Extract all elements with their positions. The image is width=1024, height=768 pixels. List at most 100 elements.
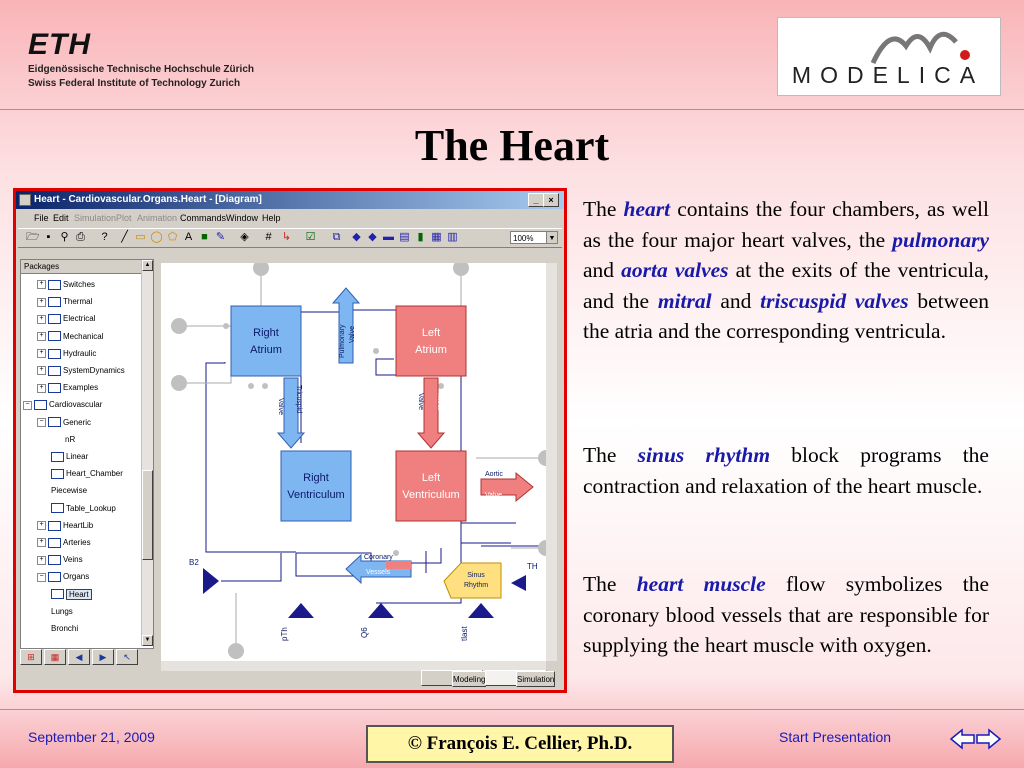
expand-toggle-icon[interactable]: + (37, 366, 46, 376)
sinus-rhythm-block[interactable] (443, 562, 502, 599)
help-icon[interactable]: ? (101, 231, 108, 243)
menu-help[interactable]: Help (262, 213, 281, 223)
expand-toggle-icon[interactable]: + (37, 280, 46, 290)
expand-toggle-icon[interactable]: + (37, 331, 46, 341)
expand-toggle-icon[interactable]: + (37, 538, 46, 548)
fill-style-icon[interactable]: ◈ (240, 231, 249, 243)
diagram-canvas[interactable]: Right Atrium Left Atrium Right Ventricul… (161, 263, 546, 661)
tree-item-electrical[interactable]: +Electrical (37, 311, 95, 327)
nav-back-icon[interactable]: ◀ (68, 649, 90, 665)
tlast-port[interactable] (468, 603, 494, 618)
tree-item-bronchi[interactable]: Bronchi (51, 621, 78, 637)
tree-item-heart-chamber[interactable]: Heart_Chamber (51, 466, 123, 482)
expand-toggle-icon[interactable]: − (37, 417, 46, 427)
expand-toggle-icon[interactable]: + (37, 521, 46, 531)
expand-toggle-icon[interactable]: − (37, 572, 46, 582)
tree-item-examples[interactable]: +Examples (37, 380, 98, 396)
nav-forward-icon[interactable]: ▶ (92, 649, 114, 665)
tricuspid-valve-block[interactable] (276, 377, 306, 449)
left-atrium-block[interactable] (395, 305, 467, 377)
fill-color-icon[interactable]: ■ (201, 231, 208, 243)
th-port[interactable] (511, 575, 526, 591)
expand-toggle-icon[interactable]: + (37, 314, 46, 324)
port-left-1[interactable] (171, 318, 187, 334)
icon-layer-icon[interactable]: ▤ (399, 231, 410, 243)
canvas-horizontal-scrollbar[interactable] (161, 661, 546, 671)
scroll-up-icon[interactable]: ▲ (142, 260, 153, 271)
tree-item-nr[interactable]: nR (65, 432, 75, 448)
ellipse-tool-icon[interactable]: ◯ (150, 231, 163, 243)
mitral-valve-block[interactable] (416, 377, 446, 449)
port-right-1[interactable] (538, 450, 546, 466)
menu-simulation[interactable]: Simulation (74, 213, 117, 223)
canvas-vertical-scrollbar[interactable] (546, 263, 557, 661)
components-icon[interactable]: ⧉ (332, 231, 341, 243)
equation-layer-icon[interactable]: ▥ (447, 231, 458, 243)
expand-toggle-icon[interactable]: + (37, 555, 46, 565)
diagram-layer-icon[interactable]: ▬ (383, 231, 394, 243)
menu-window[interactable]: Window (226, 213, 259, 223)
print-icon[interactable]: ⎙ (76, 231, 85, 243)
pth-port[interactable] (288, 603, 314, 618)
tree-item-thermal[interactable]: +Thermal (37, 294, 92, 310)
polygon-tool-icon[interactable]: ⬠ (167, 231, 178, 243)
zoom-select[interactable]: 100%▼ (510, 231, 558, 244)
left-ventriculum-block[interactable] (395, 450, 467, 522)
tree-item-cardiovascular[interactable]: −Cardiovascular (23, 397, 102, 413)
tree-item-organs[interactable]: −Organs (37, 569, 89, 585)
port-bottom-left[interactable] (228, 643, 244, 659)
expand-toggle-icon[interactable]: + (37, 297, 46, 307)
text-tool-icon[interactable]: A (184, 231, 193, 243)
tree-item-arteries[interactable]: +Arteries (37, 535, 91, 551)
port-top-left[interactable] (253, 263, 269, 276)
menu-file[interactable]: File (34, 213, 49, 223)
tree-item-piecewise[interactable]: Piecewise (51, 483, 87, 499)
nav-up-icon[interactable]: ↖ (116, 649, 138, 665)
tab-simulation[interactable]: ↝ Simulation (485, 670, 556, 687)
tree-item-table-lookup[interactable]: Table_Lookup (51, 501, 116, 517)
expand-toggle-icon[interactable]: − (23, 400, 32, 410)
minimize-button[interactable]: _ (528, 193, 544, 207)
menu-edit[interactable]: Edit (53, 213, 69, 223)
right-atrium-block[interactable] (230, 305, 302, 377)
navigation-arrows[interactable] (949, 728, 1002, 750)
tab-modeling[interactable]: ▤ Modeling (421, 670, 487, 687)
tree-item-heart[interactable]: Heart (51, 587, 92, 603)
menu-animation[interactable]: Animation (137, 213, 178, 223)
save-icon[interactable]: ▪ (46, 231, 51, 243)
open-icon[interactable]: 🗁 (26, 231, 40, 243)
menu-commands[interactable]: Commands (180, 213, 227, 223)
expand-toggle-icon[interactable]: + (37, 349, 46, 359)
back-arrow-icon[interactable]: ◆ (352, 231, 361, 243)
check-icon[interactable]: ☑ (305, 231, 316, 243)
port-left-2[interactable] (171, 375, 187, 391)
close-button[interactable]: × (543, 193, 559, 207)
tree-item-linear[interactable]: Linear (51, 449, 88, 465)
line-color-icon[interactable]: ✎ (215, 231, 226, 243)
tab-library-icon[interactable]: ▦ (44, 649, 66, 665)
tree-item-hydraulic[interactable]: +Hydraulic (37, 346, 96, 362)
tree-item-veins[interactable]: +Veins (37, 552, 83, 568)
line-tool-icon[interactable]: ╱ (121, 231, 128, 243)
tree-item-generic[interactable]: −Generic (37, 415, 91, 431)
b2-port[interactable] (203, 568, 219, 594)
info-layer-icon[interactable]: ▮ (417, 231, 424, 243)
start-presentation-link[interactable]: Start Presentation (779, 729, 892, 745)
q6-port[interactable] (368, 603, 394, 618)
tab-tree-icon[interactable]: ⊞ (20, 649, 42, 665)
rectangle-tool-icon[interactable]: ▭ (135, 231, 146, 243)
tree-scrollbar[interactable]: ▲ ▼ (141, 260, 153, 646)
tree-item-mechanical[interactable]: +Mechanical (37, 329, 103, 345)
tree-item-lungs[interactable]: Lungs (51, 604, 73, 620)
tree-item-switches[interactable]: +Switches (37, 277, 95, 293)
aortic-valve-block[interactable] (480, 471, 534, 503)
port-top-right[interactable] (453, 263, 469, 276)
menu-plot[interactable]: Plot (116, 213, 132, 223)
tree-item-systemdynamics[interactable]: +SystemDynamics (37, 363, 125, 379)
grid-icon[interactable]: # (265, 231, 272, 243)
connect-mode-icon[interactable]: ↳ (281, 231, 292, 243)
scroll-down-icon[interactable]: ▼ (142, 635, 153, 646)
forward-arrow-icon[interactable]: ◆ (368, 231, 377, 243)
right-ventriculum-block[interactable] (280, 450, 352, 522)
pulmonary-valve-block[interactable] (331, 287, 361, 364)
